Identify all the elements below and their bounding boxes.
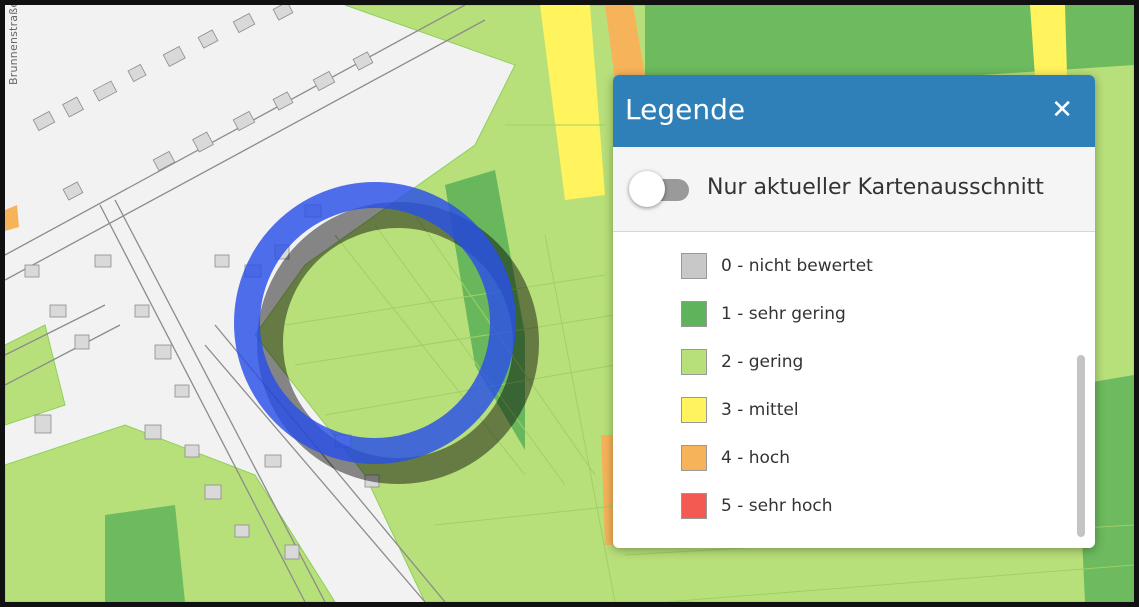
viewport-toggle[interactable] (629, 171, 689, 207)
plot-orange-small (5, 205, 19, 231)
legend-item: 0 - nicht bewertet (681, 251, 873, 281)
plot-yellow-strip (540, 5, 605, 200)
legend-item: 3 - mittel (681, 395, 799, 425)
toggle-knob[interactable] (629, 171, 665, 207)
selection-ring-shadow (257, 202, 539, 484)
legend-swatch (681, 253, 707, 279)
scrollbar-thumb[interactable] (1077, 355, 1085, 537)
toggle-label: Nur aktueller Kartenausschnitt (707, 175, 1044, 200)
toggle-row: Nur aktueller Kartenausschnitt (613, 147, 1095, 232)
legend-list: 0 - nicht bewertet 1 - sehr gering 2 - g… (613, 231, 1071, 548)
legend-panel: Legende ✕ Nur aktueller Kartenausschnitt… (613, 75, 1095, 548)
legend-scrollbar[interactable] (1073, 235, 1089, 545)
legend-swatch (681, 301, 707, 327)
legend-item-label: 4 - hoch (721, 448, 791, 468)
legend-title: Legende (625, 93, 746, 126)
selection-ring[interactable] (234, 182, 516, 464)
legend-swatch (681, 349, 707, 375)
legend-item-label: 3 - mittel (721, 400, 799, 420)
street-label: Brunnenstraße (7, 0, 20, 85)
legend-item: 1 - sehr gering (681, 299, 846, 329)
legend-item: 5 - sehr hoch (681, 491, 833, 521)
plot-dark-green-2 (645, 5, 1134, 80)
legend-item-label: 1 - sehr gering (721, 304, 846, 324)
plot-area-green-west (5, 324, 66, 426)
legend-item-label: 0 - nicht bewertet (721, 256, 873, 276)
legend-swatch (681, 397, 707, 423)
legend-item: 4 - hoch (681, 443, 790, 473)
close-icon[interactable]: ✕ (1051, 95, 1073, 125)
plot-orange-strip (605, 5, 645, 80)
legend-header: Legende ✕ (613, 75, 1095, 147)
plot-yellow-strip-right (1030, 5, 1067, 77)
plot-dark-green-4 (105, 505, 185, 602)
legend-item-label: 5 - sehr hoch (721, 496, 833, 516)
legend-swatch (681, 445, 707, 471)
legend-item: 2 - gering (681, 347, 803, 377)
legend-swatch (681, 493, 707, 519)
legend-item-label: 2 - gering (721, 352, 804, 372)
